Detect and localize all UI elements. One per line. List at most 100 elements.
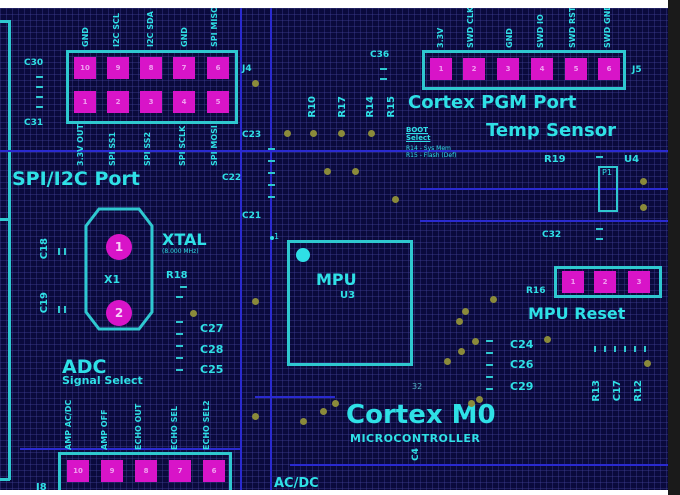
j5-pin-5[interactable]: 5: [565, 58, 587, 80]
j4-pin-3[interactable]: 3: [140, 91, 162, 113]
trace: [290, 464, 668, 466]
j8-label: AMP OFF: [100, 409, 109, 450]
r14-label: R14: [365, 96, 376, 118]
smd-pad: [644, 346, 646, 352]
edge-outline: [8, 218, 11, 480]
trace: [420, 188, 668, 190]
j8-pin-7[interactable]: 7: [169, 460, 191, 482]
cortex-pgm-port-title: Cortex PGM Port: [408, 92, 577, 113]
c28-label: C28: [200, 343, 224, 356]
smd-pad: [486, 340, 493, 342]
ac-dc-label: AC/DC: [274, 476, 319, 491]
edge-outline: [8, 20, 11, 220]
j4-pin-8[interactable]: 8: [140, 57, 162, 79]
j4-pin-6[interactable]: 6: [207, 57, 229, 79]
smd-pad: [614, 346, 616, 352]
j4-pin-4[interactable]: 4: [173, 91, 195, 113]
j5-label: GND: [505, 28, 514, 48]
j5-pin-1[interactable]: 1: [430, 58, 452, 80]
via: [544, 336, 551, 343]
j8-header-outline: [58, 452, 232, 495]
xtal-frequency: (8.000 MHz): [162, 248, 199, 255]
xtal-title: XTAL: [162, 230, 207, 249]
xtal-pin-2[interactable]: 2: [106, 300, 132, 326]
via: [368, 130, 375, 137]
pin1-marker-icon: [296, 248, 310, 262]
smd-pad: [268, 160, 275, 162]
j8-pin-10[interactable]: 10: [67, 460, 89, 482]
j4-designator: J4: [242, 64, 252, 74]
pin1-label: 1: [274, 232, 280, 241]
smd-pad: [180, 286, 187, 288]
j4-pin-2[interactable]: 2: [107, 91, 129, 113]
smd-pad: [268, 172, 275, 174]
j4-pin-9[interactable]: 9: [107, 57, 129, 79]
j8-pin-8[interactable]: 8: [135, 460, 157, 482]
sw1-designator: R16: [526, 286, 546, 296]
j4-pin-7[interactable]: 7: [173, 57, 195, 79]
j4-label: SPI MISO: [210, 8, 219, 47]
j8-pin-6[interactable]: 6: [203, 460, 225, 482]
j4-label: SPI MOSI: [210, 125, 219, 166]
smd-pad: [268, 148, 275, 150]
c29-label: C29: [510, 380, 534, 393]
via: [490, 296, 497, 303]
via: [352, 168, 359, 175]
sw1-pin-2[interactable]: 2: [594, 271, 616, 293]
smd-pad: [176, 333, 183, 335]
sw1-pin-3[interactable]: 3: [628, 271, 650, 293]
via: [332, 400, 339, 407]
smd-pad: [36, 76, 43, 78]
r17-label: R17: [337, 96, 348, 118]
x1-label: X1: [104, 273, 121, 286]
adc-title: ADC: [62, 356, 107, 378]
smd-pad: [36, 106, 43, 108]
j5-pin-3[interactable]: 3: [497, 58, 519, 80]
j5-pin-4[interactable]: 4: [531, 58, 553, 80]
smd-pad: [176, 321, 183, 323]
via: [392, 196, 399, 203]
j8-designator: J8: [36, 482, 47, 493]
u3-label: U3: [340, 290, 356, 301]
via: [476, 396, 483, 403]
via: [458, 348, 465, 355]
smd-pad: [486, 376, 493, 378]
c31-label: C31: [24, 118, 44, 128]
c22-label: C22: [222, 173, 242, 183]
j4-pin-10[interactable]: 10: [74, 57, 96, 79]
via: [640, 178, 647, 185]
u4-outline: [598, 166, 618, 212]
c23-label: C23: [242, 130, 262, 140]
pcb-board: 10 9 8 7 6 1 2 3 4 5 J4 GND I2C SCL I2C …: [0, 8, 668, 495]
trace: [240, 8, 242, 495]
trace: [20, 448, 240, 450]
j4-pin-1[interactable]: 1: [74, 91, 96, 113]
j5-label: SWD CLK: [466, 8, 475, 48]
sw1-pin-1[interactable]: 1: [562, 271, 584, 293]
via: [252, 298, 259, 305]
j5-pin-2[interactable]: 2: [463, 58, 485, 80]
smd-pad: [596, 238, 603, 240]
j5-label: SWD RST: [568, 8, 577, 48]
temp-sensor-title: Temp Sensor: [486, 120, 616, 141]
smd-pad: [596, 228, 603, 230]
smd-pad: [380, 78, 387, 80]
j4-pin-5[interactable]: 5: [207, 91, 229, 113]
pin1-dot-icon: [270, 236, 274, 240]
j8-label: ECHO SEL: [170, 406, 179, 450]
xtal-outline: [83, 206, 155, 332]
smd-pad: [58, 306, 60, 313]
edge-outline: [0, 20, 10, 23]
j5-pin-6[interactable]: 6: [598, 58, 620, 80]
j4-label: I2C SDA: [146, 11, 155, 47]
smd-pad: [486, 352, 493, 354]
xtal-pin-1[interactable]: 1: [106, 234, 132, 260]
smd-pad: [176, 296, 183, 298]
j8-pin-9[interactable]: 9: [101, 460, 123, 482]
j4-label: GND: [180, 27, 189, 47]
j4-label: SPI SCLK: [178, 125, 187, 166]
smd-pad: [176, 357, 183, 359]
via: [472, 338, 479, 345]
smd-pad: [268, 196, 275, 198]
smd-pad: [486, 388, 493, 390]
